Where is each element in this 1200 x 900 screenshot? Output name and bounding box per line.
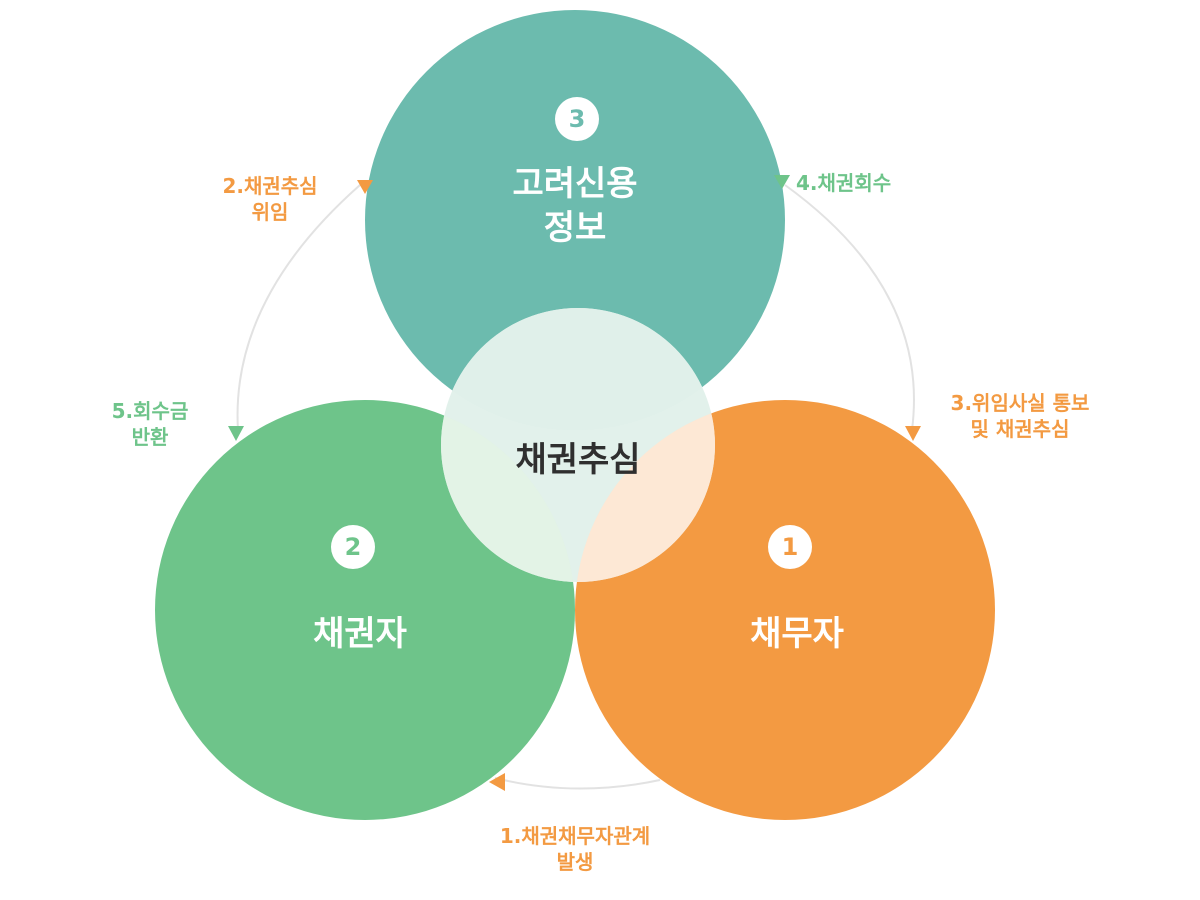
flow-step2-line2: 위임 <box>251 200 289 224</box>
flow-step3-line2: 및 채권추심 <box>970 417 1070 441</box>
flow-step1-line2: 발생 <box>556 850 594 874</box>
flow-label-step3: 3.위임사실 통보 및 채권추심 <box>925 390 1115 442</box>
title-debtor: 채무자 <box>697 612 897 656</box>
badge-number-2: 2 <box>331 525 375 569</box>
center-overlap-debtor <box>575 400 715 582</box>
flow-label-step2: 2.채권추심 위임 <box>195 173 345 225</box>
arc-step2 <box>236 184 361 431</box>
arrowhead-step2 <box>357 180 373 194</box>
title-creditor-line1: 채권자 <box>313 614 407 654</box>
title-creditor: 채권자 <box>260 612 460 656</box>
arrowhead-step5 <box>228 426 244 441</box>
title-debtor-line1: 채무자 <box>750 614 844 654</box>
flow-label-step5: 5.회수금 반환 <box>90 398 210 450</box>
badge-number-3: 3 <box>555 97 599 141</box>
flow-step5-line2: 반환 <box>131 425 169 449</box>
title-koryo-credit-line1: 고려신용 <box>512 164 638 204</box>
title-koryo-credit-line2: 정보 <box>543 208 607 248</box>
flow-label-step1: 1.채권채무자관계 발생 <box>475 823 675 875</box>
arc-step4 <box>784 184 915 431</box>
flow-label-step4: 4.채권회수 <box>796 170 936 196</box>
arc-step1 <box>494 777 661 790</box>
center-label: 채권추심 <box>515 440 641 480</box>
title-koryo-credit: 고려신용 정보 <box>475 162 675 250</box>
arrowhead-step3 <box>905 426 921 441</box>
flow-step1-line1: 1.채권채무자관계 <box>499 824 651 848</box>
flow-step5-line1: 5.회수금 <box>111 399 189 423</box>
center-overlap-creditor <box>441 400 575 582</box>
badge-number-1: 1 <box>768 525 812 569</box>
flow-step3-line1: 3.위임사실 통보 <box>950 391 1090 415</box>
flow-step2-line1: 2.채권추심 <box>222 174 318 198</box>
circle-koryo-credit <box>365 10 785 430</box>
arrowhead-step4 <box>774 175 790 189</box>
arrowhead-step1 <box>489 773 505 791</box>
flow-step4-line1: 4.채권회수 <box>796 171 892 195</box>
